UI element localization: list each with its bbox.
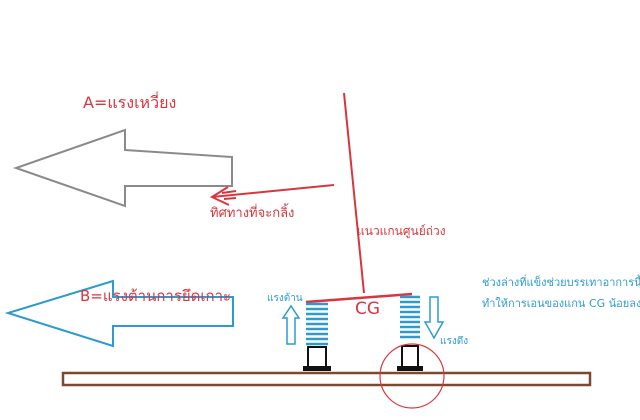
ground-line [61, 371, 592, 387]
resisting-force-label: แรงต้าน [267, 293, 303, 304]
cg-axis-line [343, 92, 365, 294]
force-b-label: B=แรงต้านการยึดเกาะ [80, 287, 232, 305]
note-line-1: ช่วงล่างที่แข็งช่วยบรรเทาอาการนี้ได้ [482, 276, 640, 289]
center-axis-label: แนวแกนศูนย์ถ่วง [357, 224, 446, 238]
right-spring [400, 295, 420, 339]
resisting-force-arrow [281, 304, 301, 345]
highlight-circle [379, 343, 445, 409]
force-a-label: A=แรงเหวี่ยง [83, 93, 177, 112]
pulling-force-label: แรงดึง [440, 336, 469, 347]
note-line-2: ทำให้การเอนของแกน CG น้อยลง [482, 297, 640, 310]
left-wheel [303, 346, 331, 371]
tilt-direction-arrow [209, 184, 335, 206]
tilt-direction-label: ทิศทางที่จะกลิ้ง [210, 206, 295, 221]
cg-label: CG [355, 299, 381, 319]
chassis-line [305, 292, 413, 304]
pulling-force-arrow [423, 296, 445, 340]
force-b-arrow [4, 279, 234, 348]
right-wheel [397, 345, 423, 371]
left-spring [306, 302, 328, 346]
force-a-arrow [12, 128, 233, 208]
